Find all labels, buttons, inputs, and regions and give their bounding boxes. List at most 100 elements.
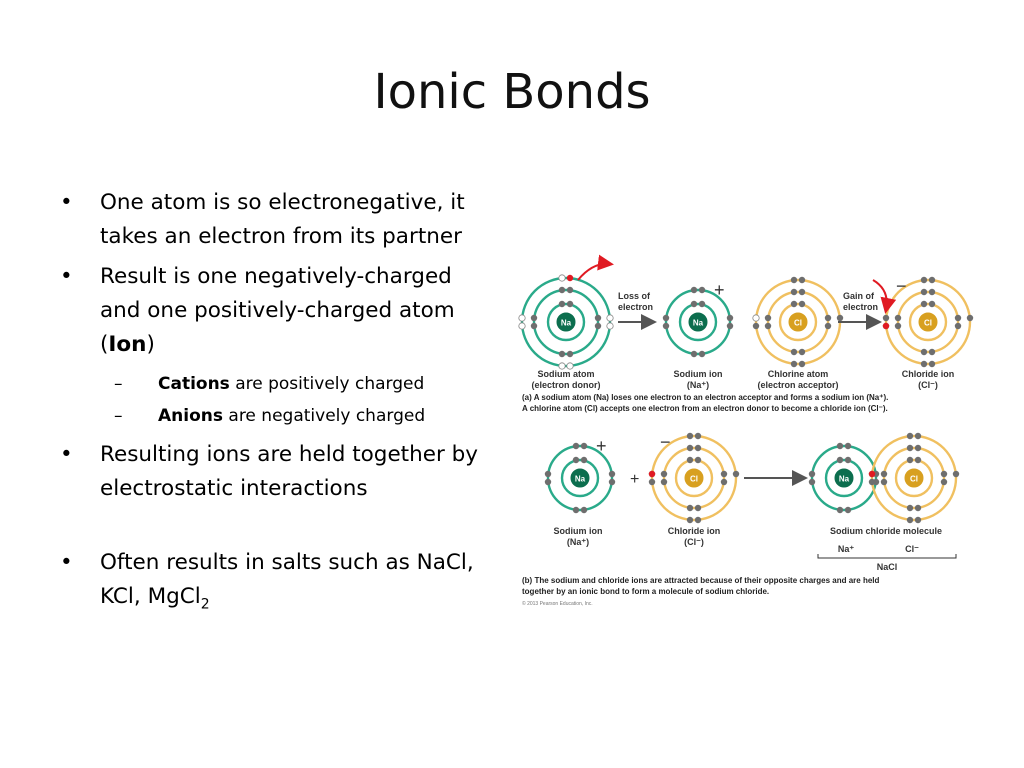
electron bbox=[836, 314, 844, 322]
electron-shell bbox=[560, 458, 600, 498]
electron bbox=[572, 456, 580, 464]
electron-shell bbox=[674, 458, 714, 498]
electron bbox=[914, 456, 922, 464]
loss-label-1: Loss of bbox=[618, 291, 651, 301]
electron-shell bbox=[884, 278, 972, 366]
bullet-text: One atom is so electronegative, it takes… bbox=[100, 190, 465, 249]
electron bbox=[720, 478, 728, 486]
bullet-item: • One atom is so electronegative, it tak… bbox=[58, 186, 498, 254]
electron-shell bbox=[882, 446, 946, 510]
electron bbox=[880, 470, 888, 478]
transferred-electron bbox=[648, 470, 656, 478]
na-nucleus bbox=[555, 311, 577, 333]
electron bbox=[662, 314, 670, 322]
electron bbox=[928, 300, 936, 308]
electron-shell bbox=[546, 302, 586, 342]
electron bbox=[694, 444, 702, 452]
chloride-ion-b-label: Chloride ion bbox=[668, 526, 721, 536]
electron bbox=[954, 322, 962, 330]
electron bbox=[530, 322, 538, 330]
electron bbox=[914, 504, 922, 512]
electron bbox=[690, 350, 698, 358]
electron bbox=[906, 504, 914, 512]
electron bbox=[808, 470, 816, 478]
electron bbox=[790, 288, 798, 296]
bullet-marker: • bbox=[60, 190, 73, 215]
electron bbox=[720, 470, 728, 478]
electron bbox=[844, 442, 852, 450]
electron bbox=[880, 478, 888, 486]
transferred-electron bbox=[566, 274, 574, 282]
electron bbox=[808, 478, 816, 486]
electron bbox=[906, 432, 914, 440]
electron bbox=[798, 276, 806, 284]
electron bbox=[694, 432, 702, 440]
electron-shell bbox=[766, 290, 830, 354]
cl-nucleus bbox=[787, 311, 809, 333]
electron-shell bbox=[546, 444, 614, 512]
empty-electron-slot bbox=[606, 314, 614, 322]
electron bbox=[694, 456, 702, 464]
bullet-marker: • bbox=[60, 442, 73, 467]
cl-nucleus bbox=[683, 467, 705, 489]
electron bbox=[698, 300, 706, 308]
loss-label-2: electron bbox=[618, 302, 653, 312]
electron bbox=[790, 360, 798, 368]
electron bbox=[690, 286, 698, 294]
electron bbox=[686, 456, 694, 464]
cl-ion-label: (Cl⁻) bbox=[918, 380, 938, 390]
bullet-item: • Often results in salts such as NaCl, K… bbox=[58, 546, 498, 621]
cl-nucleus bbox=[903, 467, 925, 489]
subscript: 2 bbox=[200, 596, 210, 613]
electron-shell bbox=[650, 434, 738, 522]
na-nucleus bbox=[687, 311, 709, 333]
electron bbox=[752, 322, 760, 330]
caption-a-line-2: A chlorine atom (Cl) accepts one electro… bbox=[522, 404, 888, 413]
electron bbox=[694, 504, 702, 512]
cl-nucleus bbox=[917, 311, 939, 333]
bullet-marker: • bbox=[60, 264, 73, 289]
electron bbox=[608, 478, 616, 486]
sub-bullet-item: – Cations are positively charged bbox=[114, 368, 498, 400]
bullet-list: • One atom is so electronegative, it tak… bbox=[58, 186, 498, 627]
sub-bullet-text: are negatively charged bbox=[223, 406, 426, 426]
electron bbox=[726, 322, 734, 330]
electron-shell bbox=[870, 434, 958, 522]
na-symbol: Na bbox=[575, 475, 586, 484]
transferred-electron bbox=[868, 470, 876, 478]
electron bbox=[580, 442, 588, 450]
empty-electron-slot bbox=[566, 362, 574, 370]
electron bbox=[966, 314, 974, 322]
plus-sign-a: + bbox=[714, 280, 725, 300]
caption-b-line-2: together by an ionic bond to form a mole… bbox=[522, 587, 769, 596]
nacl-label: NaCl bbox=[877, 562, 898, 572]
sub-bullet-marker: – bbox=[114, 374, 123, 394]
electron-shell bbox=[908, 302, 948, 342]
electron bbox=[530, 314, 538, 322]
electron bbox=[572, 442, 580, 450]
empty-electron-slot bbox=[518, 314, 526, 322]
electron bbox=[894, 322, 902, 330]
caption-b-line-1: (b) The sodium and chloride ions are att… bbox=[522, 576, 880, 585]
electron-acceptor-label: (electron acceptor) bbox=[757, 380, 838, 390]
electron bbox=[798, 288, 806, 296]
electron bbox=[594, 314, 602, 322]
na-nucleus bbox=[833, 467, 855, 489]
bullet-text-close: ) bbox=[146, 332, 155, 357]
electron bbox=[928, 276, 936, 284]
na-ion-label: (Na⁺) bbox=[687, 380, 709, 390]
electron bbox=[798, 360, 806, 368]
electron bbox=[698, 286, 706, 294]
electron bbox=[914, 516, 922, 524]
electron-shell bbox=[778, 302, 818, 342]
electron bbox=[906, 456, 914, 464]
na-nucleus bbox=[569, 467, 591, 489]
electron bbox=[698, 350, 706, 358]
electron bbox=[764, 314, 772, 322]
molecule-label: Sodium chloride molecule bbox=[830, 526, 942, 536]
electron bbox=[686, 504, 694, 512]
electron bbox=[608, 470, 616, 478]
electron bbox=[594, 322, 602, 330]
electron bbox=[824, 314, 832, 322]
